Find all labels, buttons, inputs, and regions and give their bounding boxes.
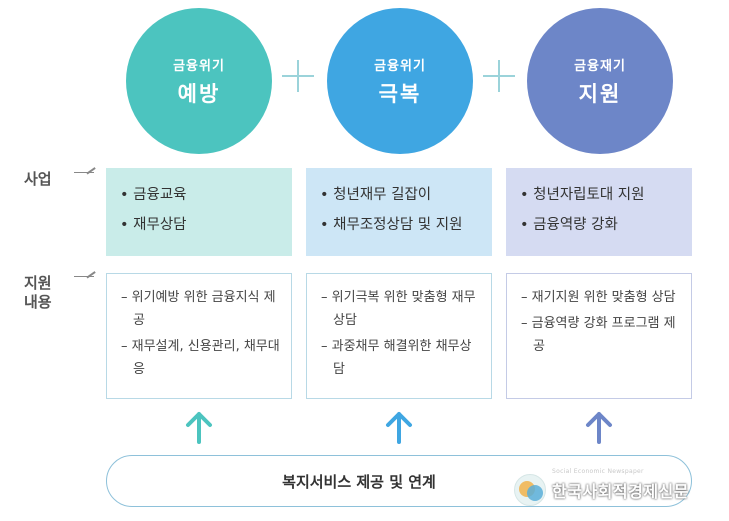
- plus-icon: [481, 58, 517, 94]
- up-arrow-icon: [586, 412, 612, 444]
- circle-prevention-main: 예방: [177, 81, 221, 106]
- circle-overcome: 금융위기 극복: [327, 8, 473, 154]
- business-box-prevention: • 금융교육 • 재무상담: [106, 168, 292, 256]
- support-box-prevention: – 위기예방 위한 금융지식 제공 – 재무설계, 신용관리, 채무대응: [106, 273, 292, 399]
- business-box-recovery: • 청년자립토대 지원 • 금융역량 강화: [506, 168, 692, 256]
- circle-overcome-main: 극복: [378, 81, 422, 106]
- support-item: – 재기지원 위한 맞춤형 상담: [521, 290, 676, 305]
- business-item: • 재무상담: [120, 217, 187, 233]
- watermark-tagline: Social Economic Newspaper: [552, 468, 644, 475]
- support-item: – 과중채무 해결위한 채무상담: [321, 339, 472, 377]
- newspaper-logo-icon: [514, 474, 546, 506]
- business-item: • 금융역량 강화: [520, 217, 618, 233]
- circle-recovery-top: 금융재기: [574, 58, 626, 74]
- circle-recovery-support: 금융재기 지원: [527, 8, 673, 154]
- label-bracket: [74, 172, 94, 181]
- row-label-support: 지원 내용: [24, 274, 52, 312]
- support-box-overcome: – 위기극복 위한 맞춤형 재무상담 – 과중채무 해결위한 채무상담: [306, 273, 492, 399]
- circle-prevention-top: 금융위기: [173, 58, 225, 74]
- row-label-support-line1: 지원: [24, 274, 52, 292]
- business-item: • 금융교육: [120, 187, 187, 203]
- circle-overcome-top: 금융위기: [374, 58, 426, 74]
- support-item: – 위기예방 위한 금융지식 제공: [121, 290, 276, 328]
- up-arrow-icon: [186, 412, 212, 444]
- support-item: – 재무설계, 신용관리, 채무대응: [121, 339, 280, 377]
- row-label-business: 사업: [24, 170, 52, 188]
- circle-prevention: 금융위기 예방: [126, 8, 272, 154]
- watermark-name: 한국사회적경제신문: [552, 482, 689, 501]
- business-box-overcome: • 청년재무 길잡이 • 채무조정상담 및 지원: [306, 168, 492, 256]
- welfare-service-text: 복지서비스 제공 및 연계: [282, 472, 436, 491]
- support-item: – 금융역량 강화 프로그램 제공: [521, 316, 676, 354]
- newspaper-watermark: Social Economic Newspaper 한국사회적경제신문: [514, 468, 724, 510]
- row-label-support-line2: 내용: [24, 293, 52, 311]
- up-arrow-icon: [386, 412, 412, 444]
- circle-recovery-main: 지원: [578, 81, 622, 106]
- business-item: • 청년재무 길잡이: [320, 187, 432, 203]
- welfare-service-bar: 복지서비스 제공 및 연계: [106, 455, 692, 507]
- business-item: • 채무조정상담 및 지원: [320, 217, 463, 233]
- label-bracket: [74, 276, 94, 285]
- plus-icon: [280, 58, 316, 94]
- support-item: – 위기극복 위한 맞춤형 재무상담: [321, 290, 476, 328]
- business-item: • 청년자립토대 지원: [520, 187, 645, 203]
- support-box-recovery: – 재기지원 위한 맞춤형 상담 – 금융역량 강화 프로그램 제공: [506, 273, 692, 399]
